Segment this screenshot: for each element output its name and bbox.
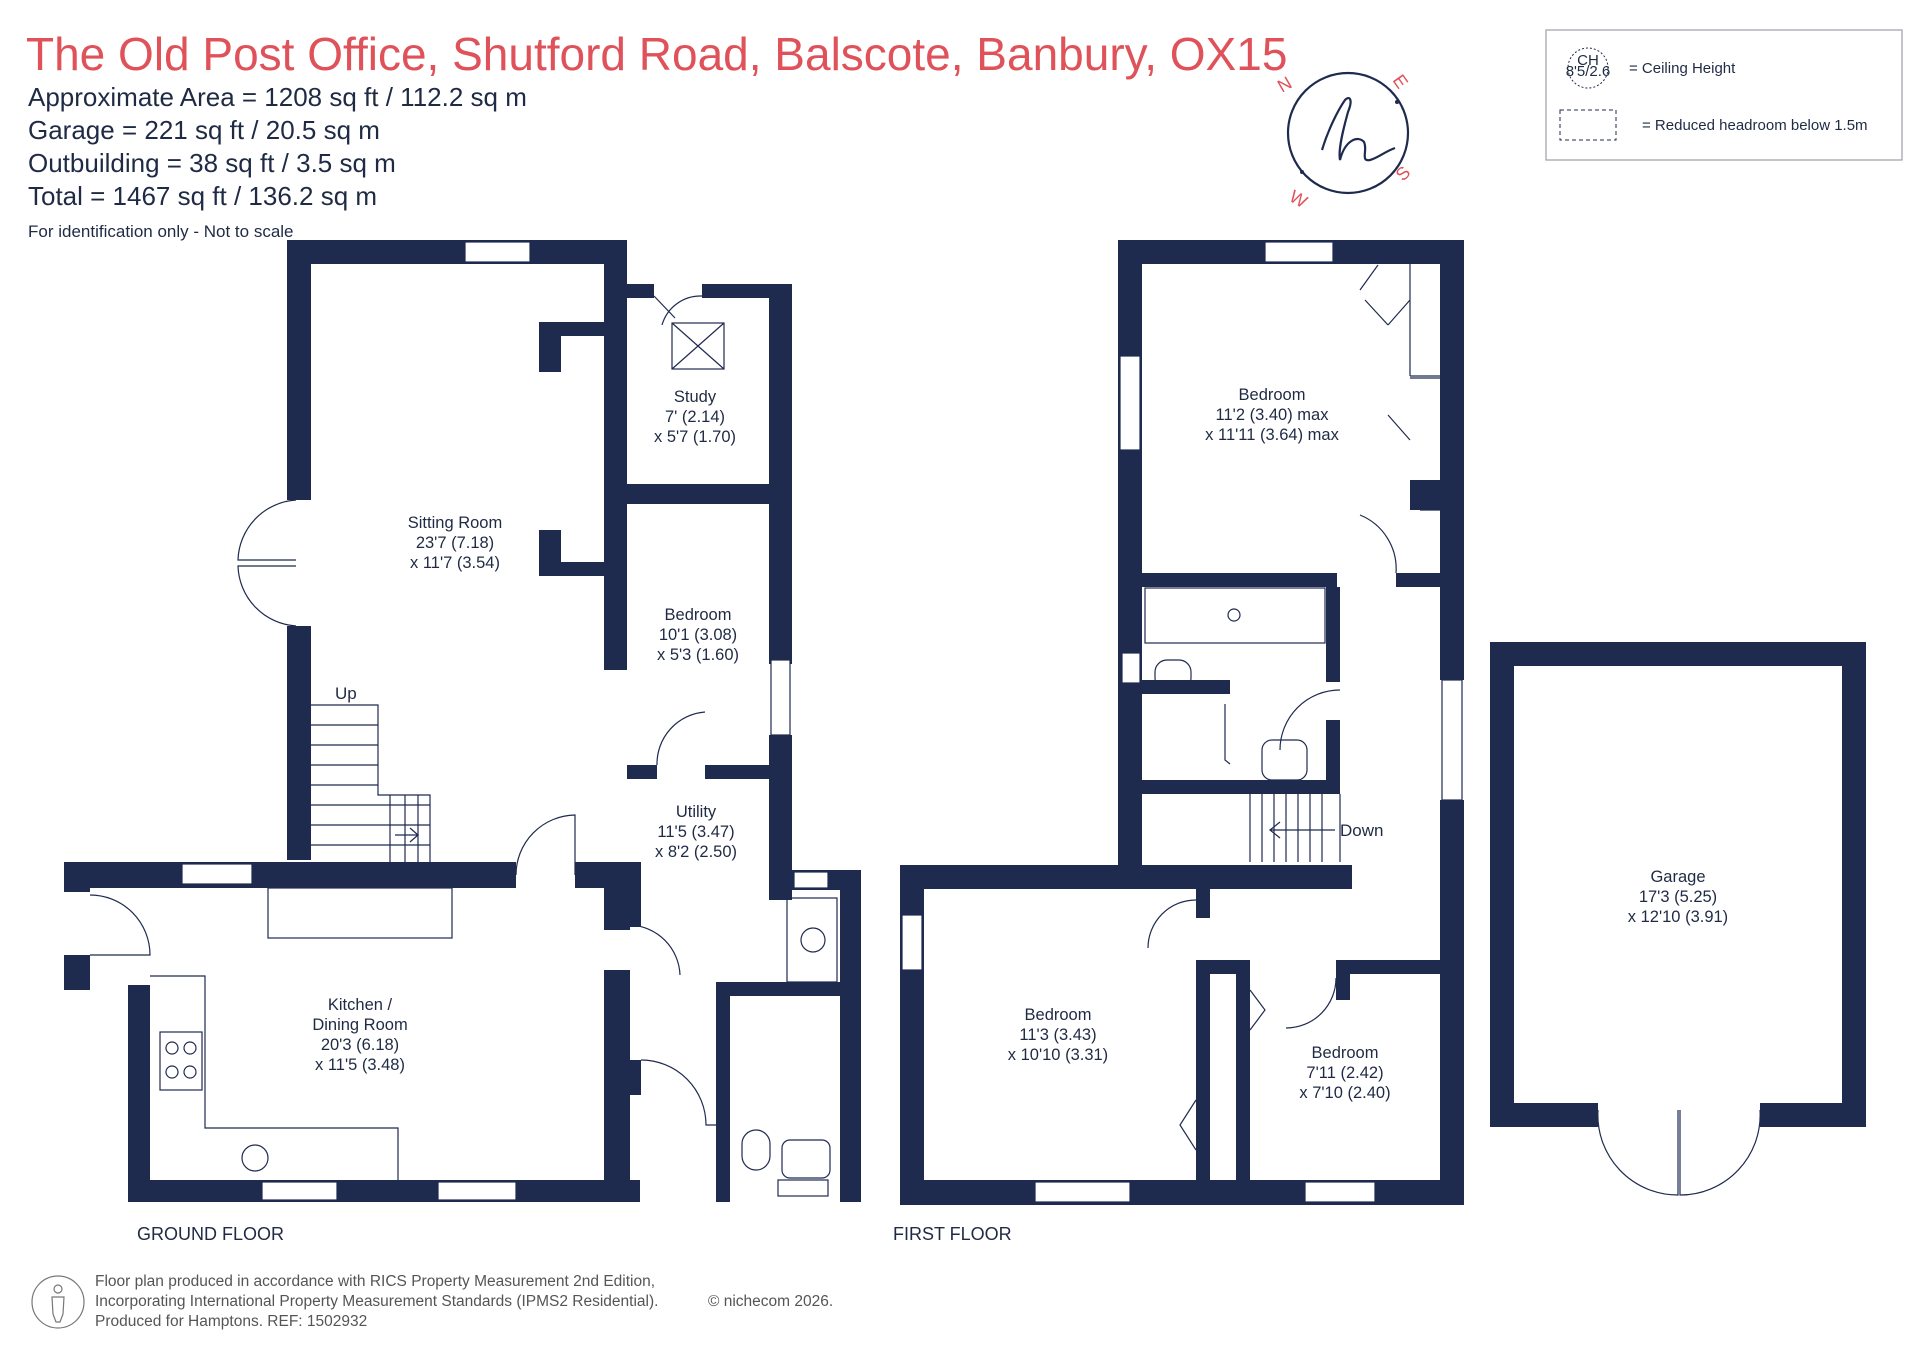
- compass-north: N: [1274, 73, 1295, 97]
- utility-name: Utility: [676, 803, 717, 821]
- sitting-room-name: Sitting Room: [408, 514, 502, 532]
- property-title: The Old Post Office, Shutford Road, Bals…: [26, 28, 1287, 80]
- study-dim1: 7' (2.14): [665, 408, 725, 426]
- sitting-room-dim1: 23'7 (7.18): [416, 534, 494, 552]
- footer-line-1: Floor plan produced in accordance with R…: [95, 1273, 655, 1290]
- outbuilding-area: Outbuilding = 38 sq ft / 3.5 sq m: [28, 148, 396, 178]
- ground-floor-label: GROUND FLOOR: [137, 1224, 284, 1244]
- gf-bedroom-dim1: 10'1 (3.08): [659, 626, 737, 644]
- ff-bedroom3-dim1: 7'11 (2.42): [1306, 1064, 1383, 1082]
- footer-line-2: Incorporating International Property Mea…: [95, 1293, 658, 1310]
- ff-bedroom2-dim2: x 10'10 (3.31): [1008, 1046, 1108, 1064]
- utility-dim1: 11'5 (3.47): [657, 823, 734, 841]
- hob-icon: [159, 1031, 203, 1091]
- approximate-area: Approximate Area = 1208 sq ft / 112.2 sq…: [28, 82, 527, 112]
- legend-ch-abbr: CH: [1577, 52, 1599, 69]
- identification-note: For identification only - Not to scale: [28, 222, 294, 241]
- handwritten-h-logo-icon: [1320, 97, 1396, 162]
- garage-area: Garage = 221 sq ft / 20.5 sq m: [28, 115, 380, 145]
- garage-plan: Garage 17'3 (5.25) x 12'10 (3.91): [1490, 642, 1866, 1196]
- first-floor-plan: Down Bedroom 11'2 (3.40) max x 11'11 (3.…: [893, 240, 1464, 1244]
- ff-bedroom3-name: Bedroom: [1312, 1044, 1379, 1062]
- sitting-room-dim2: x 11'7 (3.54): [410, 554, 500, 572]
- legend-box: CH 8'5/2.6 = Ceiling Height = Reduced he…: [1545, 29, 1903, 161]
- study-dim2: x 5'7 (1.70): [654, 428, 736, 446]
- ground-floor-plan: Up Sitting Room 23'7 (7.18) x 11'7 (3.54…: [64, 240, 861, 1244]
- kitchen-dim2: x 11'5 (3.48): [315, 1056, 405, 1074]
- kitchen-dim1: 20'3 (6.18): [321, 1036, 399, 1054]
- ceiling-height-icon: [1567, 47, 1609, 89]
- compass-logo: N E S W: [1274, 71, 1414, 212]
- garage-dim2: x 12'10 (3.91): [1628, 908, 1728, 926]
- legend-ch-value: 8'5/2.6: [1566, 63, 1611, 80]
- footer: Floor plan produced in accordance with R…: [31, 1273, 833, 1330]
- sink-icon: [241, 1144, 269, 1172]
- ff-bedroom1-dim2: x 11'11 (3.64) max: [1205, 426, 1339, 444]
- garage-name: Garage: [1650, 868, 1705, 886]
- study-name: Study: [674, 388, 717, 406]
- kitchen-name-2: Dining Room: [312, 1016, 407, 1034]
- utility-dim2: x 8'2 (2.50): [655, 843, 737, 861]
- first-floor-label: FIRST FLOOR: [893, 1224, 1012, 1244]
- ff-bedroom1-name: Bedroom: [1239, 386, 1306, 404]
- ff-bedroom1-dim1: 11'2 (3.40) max: [1216, 406, 1330, 424]
- compass-ring: [1286, 71, 1410, 195]
- kitchen-name-1: Kitchen /: [328, 996, 393, 1014]
- gf-bedroom-dim2: x 5'3 (1.60): [657, 646, 739, 664]
- legend-ceiling-height: = Ceiling Height: [1629, 60, 1736, 77]
- reduced-headroom-icon: [1559, 109, 1617, 141]
- total-area: Total = 1467 sq ft / 136.2 sq m: [28, 181, 377, 211]
- legend-reduced-headroom: = Reduced headroom below 1.5m: [1642, 117, 1868, 134]
- gf-bedroom-name: Bedroom: [665, 606, 732, 624]
- footer-copyright: © nichecom 2026.: [708, 1293, 833, 1310]
- ff-bedroom2-dim1: 11'3 (3.43): [1019, 1026, 1096, 1044]
- person-scale-icon: [31, 1275, 85, 1329]
- stairs-up-label: Up: [335, 684, 357, 703]
- compass-west: W: [1286, 186, 1311, 212]
- compass-south: S: [1392, 162, 1415, 185]
- garage-dim1: 17'3 (5.25): [1639, 888, 1717, 906]
- compass-east: E: [1389, 71, 1412, 92]
- ff-bedroom3-dim2: x 7'10 (2.40): [1299, 1084, 1390, 1102]
- stairs-down-label: Down: [1340, 821, 1383, 840]
- footer-line-3: Produced for Hamptons. REF: 1502932: [95, 1313, 367, 1330]
- ff-bedroom2-name: Bedroom: [1025, 1006, 1092, 1024]
